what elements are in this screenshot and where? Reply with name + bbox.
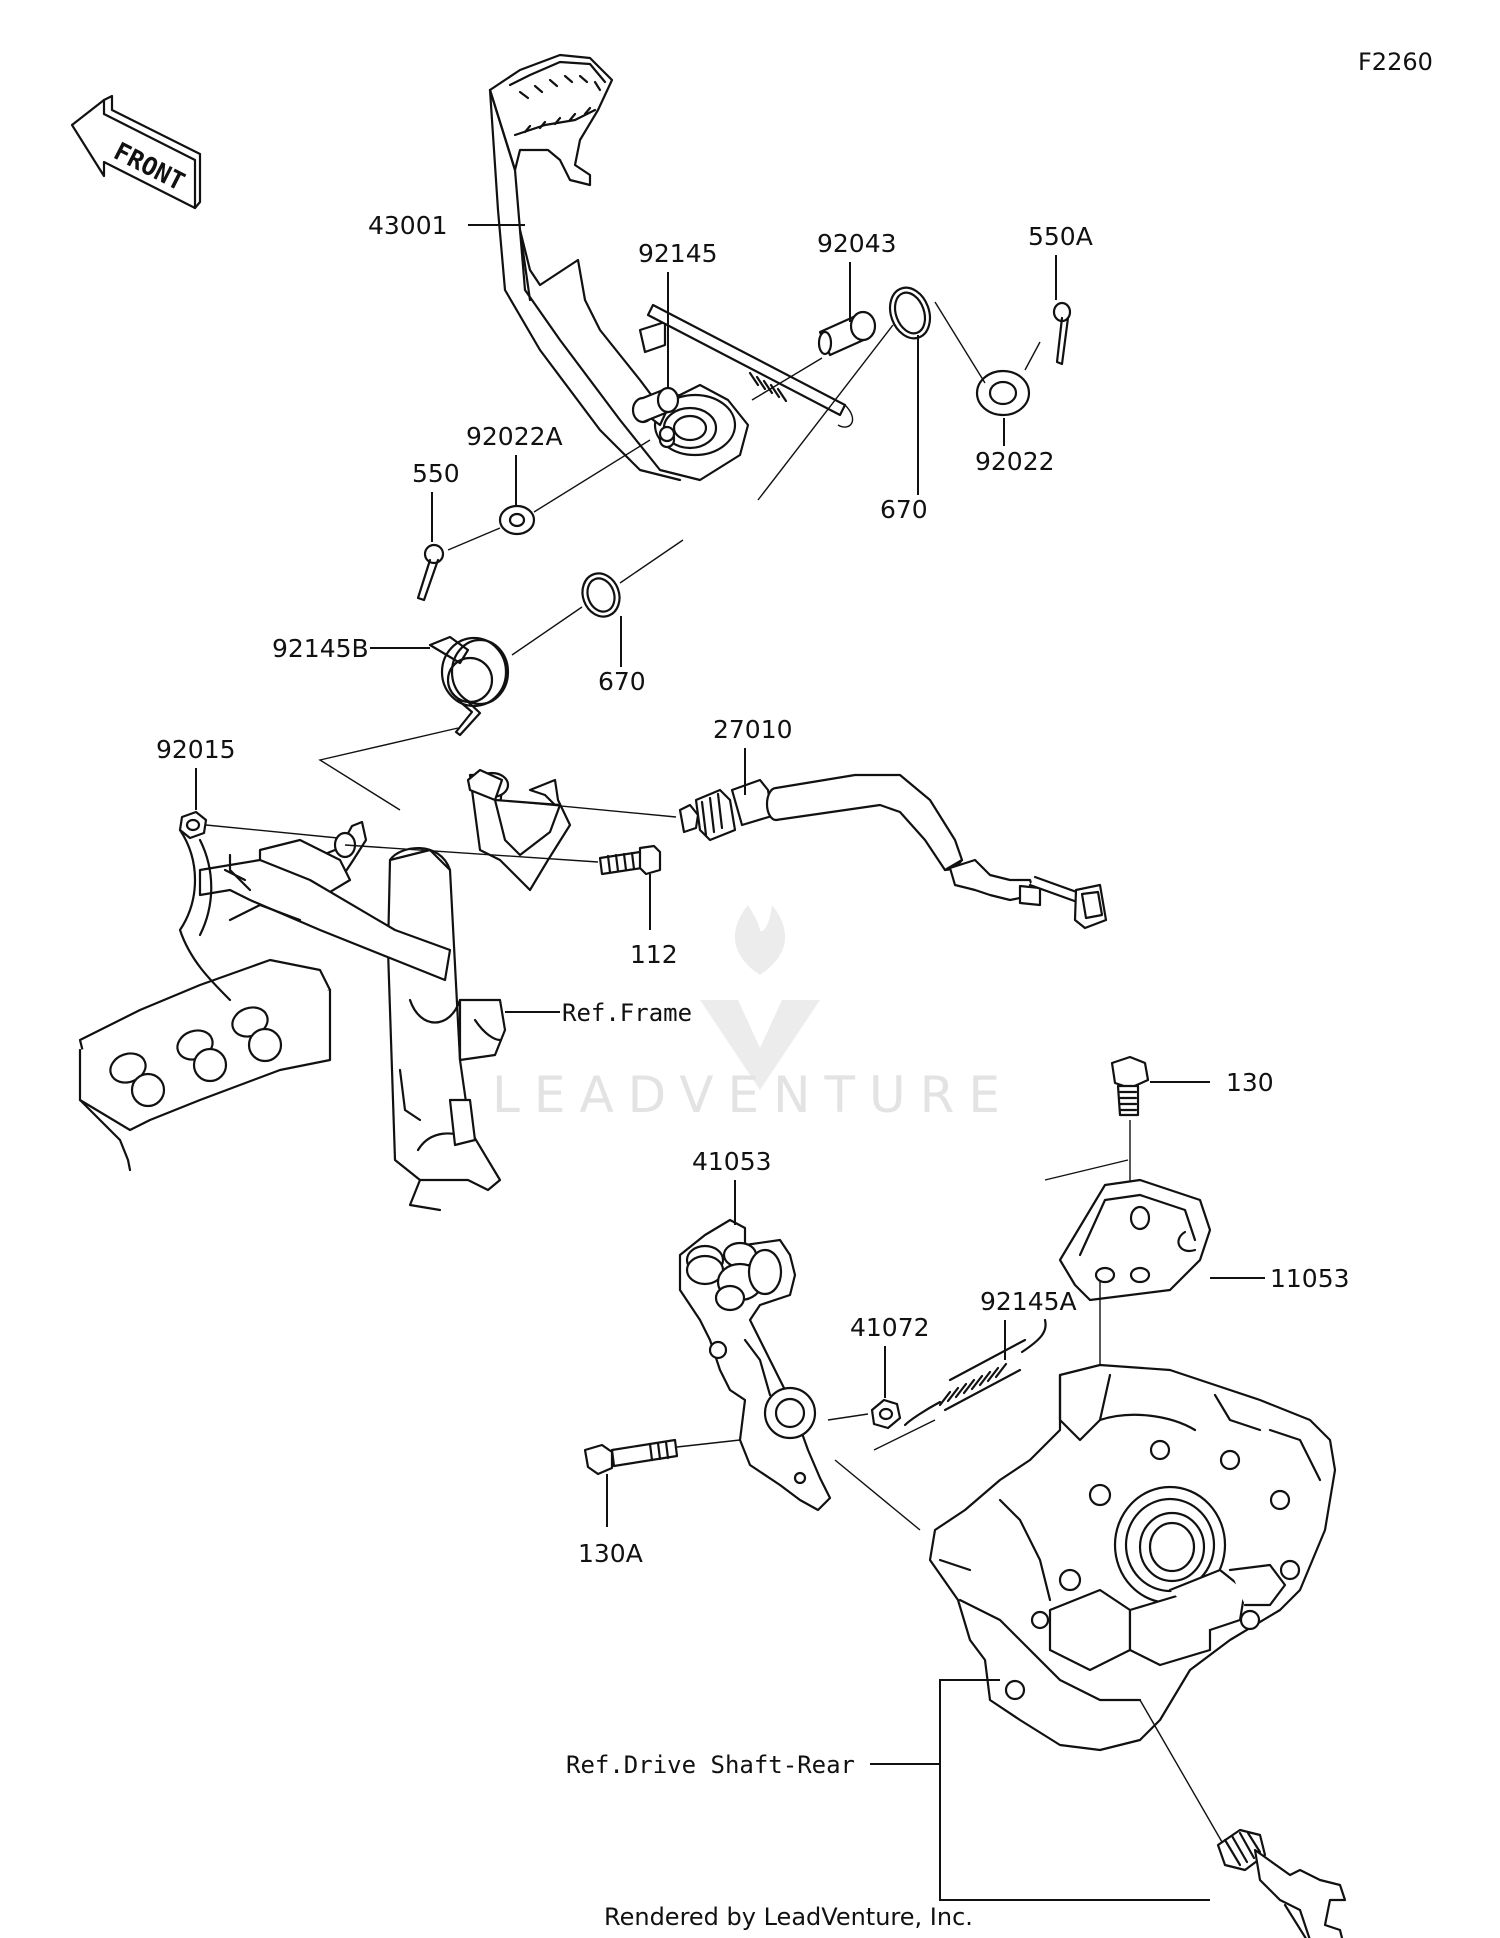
part-label-550: 550 xyxy=(412,459,460,488)
return-spring-92145A-part xyxy=(903,1318,1047,1427)
bolt-130A-part xyxy=(583,1438,679,1476)
part-label-92145: 92145 xyxy=(638,239,718,268)
cotter-pin-550A-part xyxy=(1052,301,1072,366)
leader xyxy=(1024,341,1041,371)
part-label-670-upper: 670 xyxy=(880,495,928,524)
ref-bracket xyxy=(939,1679,1210,1901)
leader xyxy=(447,527,501,551)
axis-line xyxy=(497,799,677,818)
part-label-92022: 92022 xyxy=(975,447,1055,476)
spring-rod-part xyxy=(646,303,854,428)
brake-lever-part xyxy=(678,1218,832,1512)
part-label-670-lower: 670 xyxy=(598,667,646,696)
axis-line xyxy=(1139,1699,1223,1843)
brake-pedal-part xyxy=(488,53,750,482)
part-label-130: 130 xyxy=(1226,1068,1274,1097)
nut-41072-part xyxy=(870,1398,902,1430)
washer-92022A-part xyxy=(498,504,536,536)
axis-line xyxy=(619,539,684,584)
watermark: LEADVENTURE xyxy=(492,905,1014,1124)
part-label-92145A: 92145A xyxy=(980,1287,1077,1316)
axis-line xyxy=(934,301,986,384)
cotter-pin-550-part xyxy=(416,543,445,602)
part-label-92145B: 92145B xyxy=(272,634,369,663)
axis-line xyxy=(676,1439,741,1448)
part-label-11053: 11053 xyxy=(1270,1264,1350,1293)
leader xyxy=(751,357,823,401)
return-spring-part xyxy=(428,635,510,737)
diagram-code: F2260 xyxy=(1358,48,1433,76)
ref-frame-label: Ref.Frame xyxy=(562,999,692,1027)
watermark-text: LEADVENTURE xyxy=(492,1066,1014,1124)
axis-line xyxy=(344,844,599,863)
leader xyxy=(873,1419,936,1451)
part-label-43001: 43001 xyxy=(368,211,448,240)
axis-line xyxy=(1044,1159,1129,1181)
bolt-130-part xyxy=(1110,1055,1150,1117)
front-arrow-icon: FRONT xyxy=(70,94,202,210)
part-label-41072: 41072 xyxy=(850,1313,930,1342)
axis-line xyxy=(834,1459,921,1531)
pin-part xyxy=(817,310,877,357)
part-label-92022A: 92022A xyxy=(466,422,563,451)
part-label-41053: 41053 xyxy=(692,1147,772,1176)
washer-92022-part xyxy=(975,369,1031,417)
leader xyxy=(205,824,339,839)
leader xyxy=(533,439,651,513)
drive-shaft-housing-part xyxy=(928,1363,1337,1752)
part-label-27010: 27010 xyxy=(713,715,793,744)
part-label-550A: 550A xyxy=(1028,222,1093,251)
drive-shaft-part xyxy=(1216,1828,1347,1938)
oring-upper-part xyxy=(888,286,932,340)
footer-credit: Rendered by LeadVenture, Inc. xyxy=(604,1903,973,1931)
frame-part xyxy=(78,768,572,1212)
ref-drive-shaft-label: Ref.Drive Shaft-Rear xyxy=(566,1751,855,1779)
axis-line xyxy=(318,727,459,811)
part-label-92043: 92043 xyxy=(817,229,897,258)
nut-part xyxy=(178,810,208,840)
bolt-112-part xyxy=(598,844,662,876)
axis-line xyxy=(757,324,894,501)
oring-lower-part xyxy=(581,572,621,618)
part-label-112: 112 xyxy=(630,940,678,969)
axis-line xyxy=(511,606,583,656)
bracket-part xyxy=(1058,1178,1212,1302)
brake-switch-part xyxy=(678,773,1108,930)
leader xyxy=(827,1413,869,1421)
part-label-130A: 130A xyxy=(578,1539,643,1568)
part-label-92015: 92015 xyxy=(156,735,236,764)
